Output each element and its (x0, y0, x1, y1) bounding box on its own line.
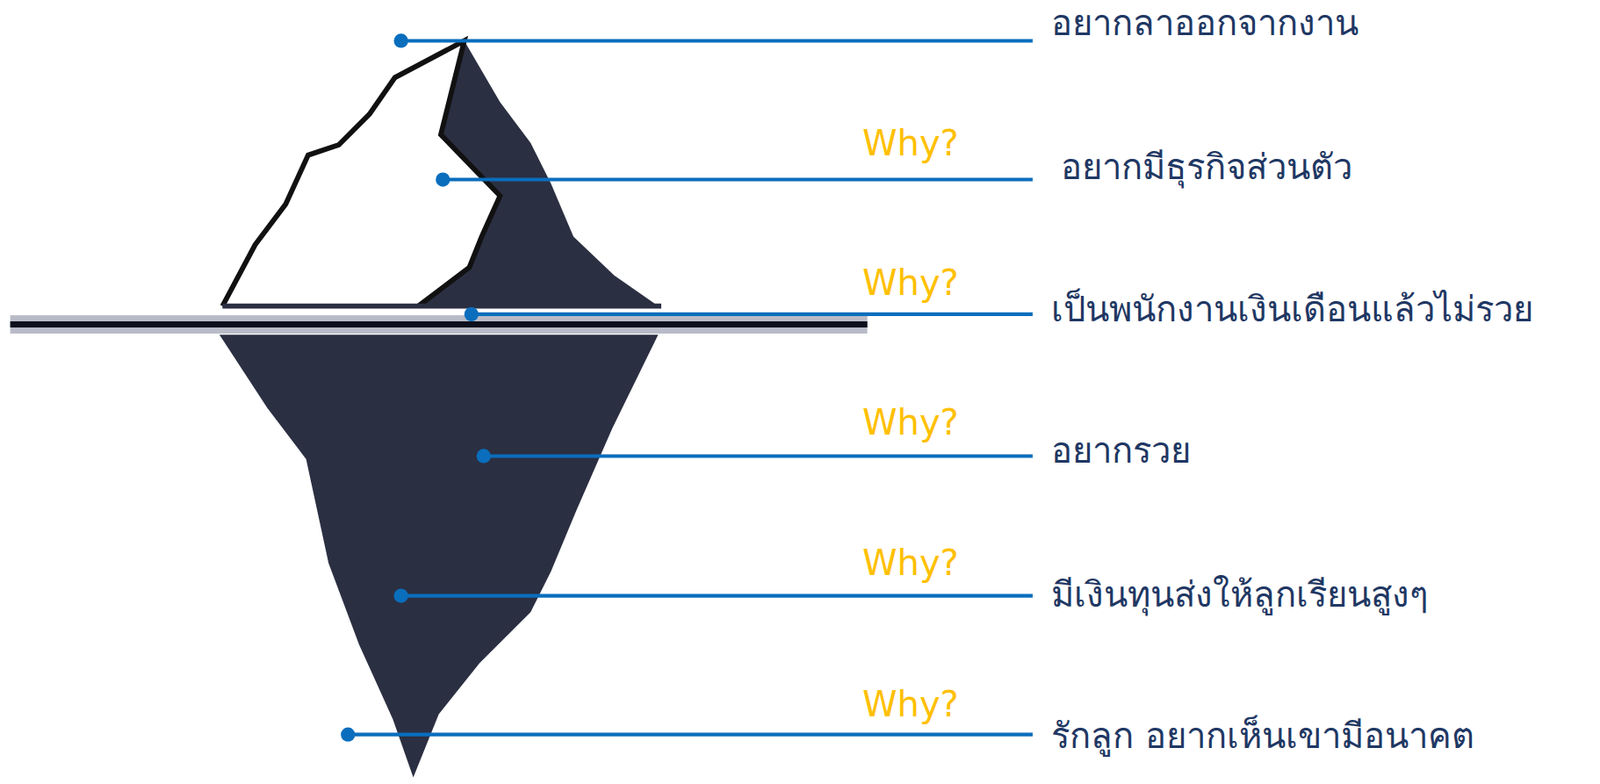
iceberg-outline (222, 40, 500, 306)
leader-line (471, 312, 1033, 317)
leader-dot (394, 588, 409, 603)
why-question: Why? (862, 541, 959, 584)
iceberg-group (10, 33, 1033, 778)
why-question: Why? (862, 401, 959, 444)
leader-line (401, 594, 1033, 599)
leader-dot (340, 727, 355, 743)
why-question: Why? (862, 261, 959, 304)
why-question: Why? (862, 122, 959, 165)
leader-dot (394, 33, 409, 48)
water-line (10, 321, 868, 328)
level-text: อยากลาออกจากงาน (1051, 1, 1359, 44)
leader-lines (347, 40, 1033, 735)
leader-dot (476, 448, 491, 463)
leader-dot (435, 172, 450, 187)
leader-dots (340, 33, 491, 742)
level-text: เป็นพนักงานเงินเดือนแล้วไม่รวย (1051, 288, 1534, 331)
water-band (10, 315, 868, 334)
leader-line (442, 177, 1033, 181)
level-text: รักลูก อยากเห็นเขามีอนาคต (1051, 714, 1475, 757)
why-question: Why? (862, 683, 959, 726)
leader-line (483, 454, 1033, 458)
iceberg-base (222, 303, 662, 310)
iceberg-underwater (219, 334, 659, 778)
leader-line (347, 733, 1033, 737)
level-text: มีเงินทุนส่งให้ลูกเรียนสูงๆ (1051, 573, 1428, 616)
level-text: อยากมีธุรกิจส่วนตัว (1060, 145, 1353, 188)
level-text: อยากรวย (1051, 429, 1191, 472)
leader-line (401, 38, 1033, 43)
leader-dot (464, 307, 479, 322)
